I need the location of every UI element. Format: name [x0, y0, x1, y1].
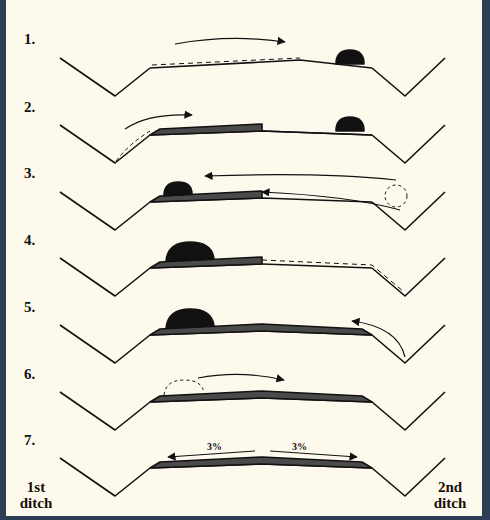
step-number: 5.	[24, 300, 35, 316]
slope-label: 3%	[292, 442, 307, 453]
ditch-label: 1st ditch	[14, 480, 58, 512]
step-number: 4.	[24, 233, 35, 249]
step-number: 1.	[24, 32, 35, 48]
step-number: 2.	[24, 100, 35, 116]
slope-label: 3%	[207, 442, 222, 453]
ditch-label: 2nd ditch	[428, 480, 472, 512]
step-number: 7.	[24, 433, 35, 449]
step-number: 3.	[24, 166, 35, 182]
step-number: 6.	[24, 367, 35, 383]
